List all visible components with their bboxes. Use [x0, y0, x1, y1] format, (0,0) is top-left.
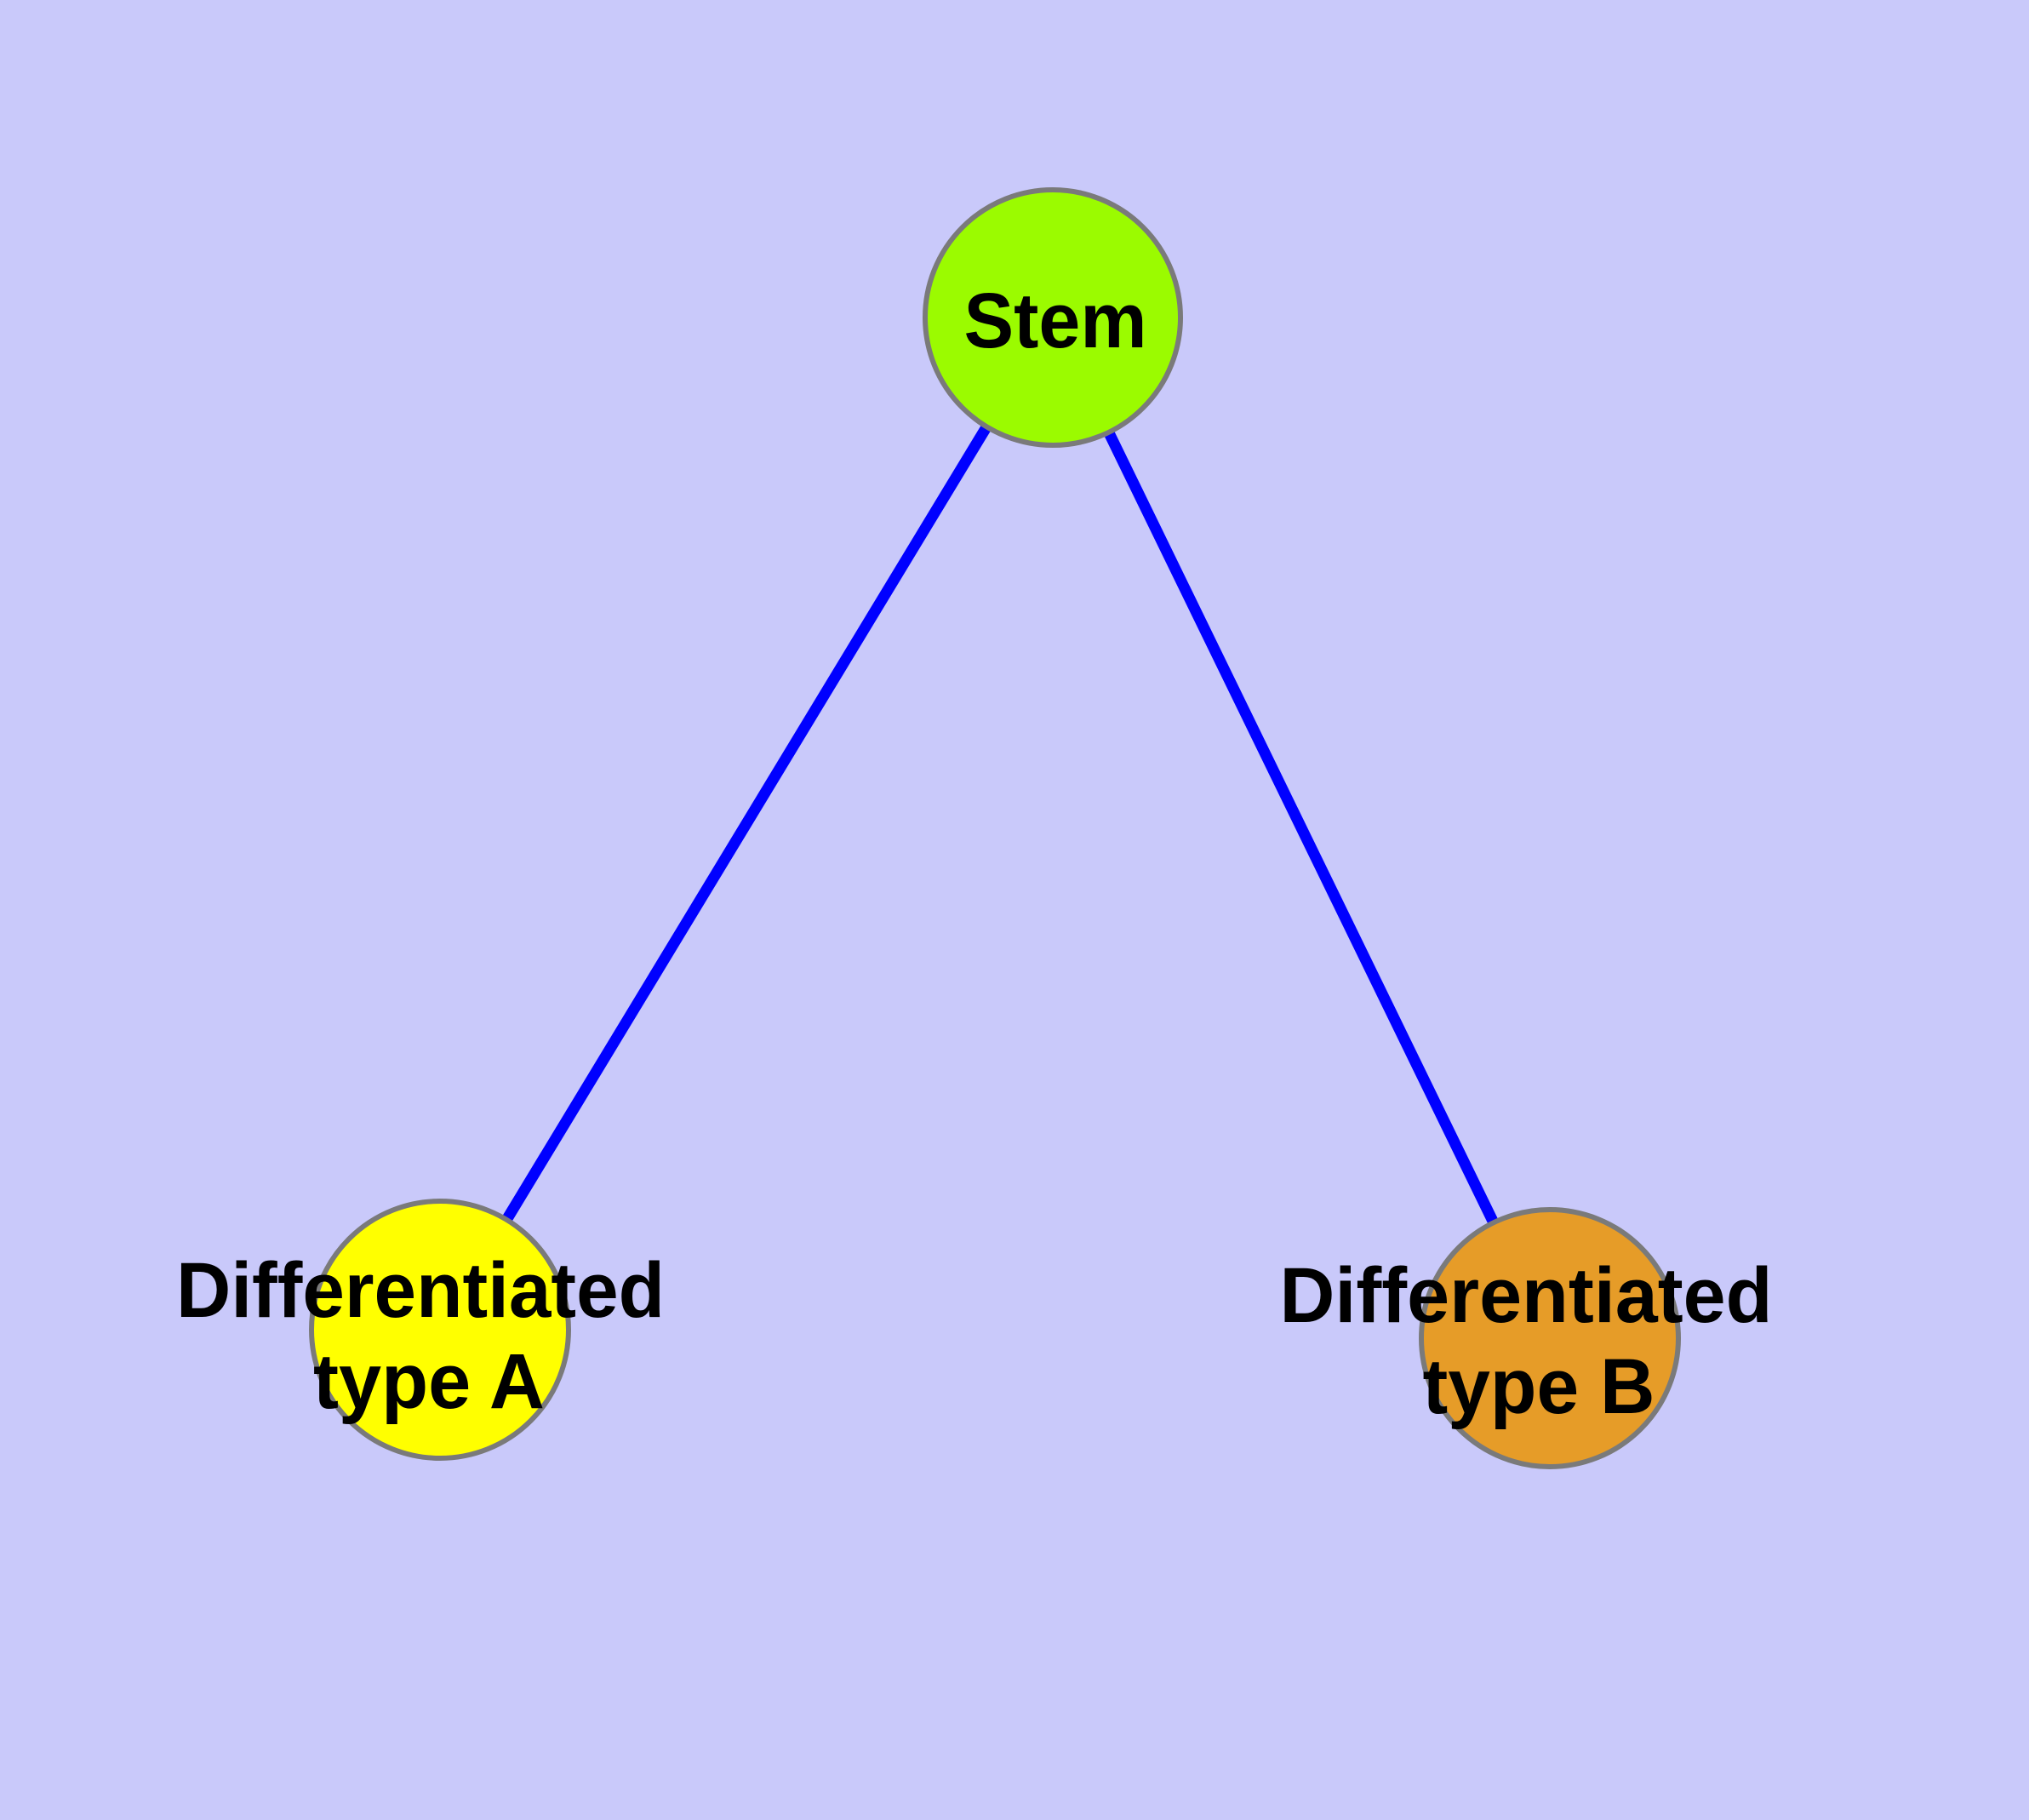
node-label-differentiated-type-a-line-1: Differentiated — [176, 1247, 665, 1334]
node-label-differentiated-type-b-line-1: Differentiated — [1280, 1252, 1773, 1339]
node-label-stem-line-1: Stem — [964, 278, 1147, 364]
edge-stem-to-differentiated-type-a — [435, 314, 1058, 1333]
edge-stem-to-differentiated-type-b — [1048, 315, 1555, 1341]
node-layer — [309, 187, 1681, 1469]
node-circle-stem — [923, 187, 1183, 448]
node-circle-differentiated-type-b — [1419, 1207, 1681, 1469]
node-circle-differentiated-type-a — [309, 1199, 571, 1461]
edge-layer — [435, 314, 1555, 1341]
node-label-differentiated-type-b-line-2: type B — [1423, 1343, 1655, 1430]
node-label-differentiated-type-a-line-2: type A — [313, 1338, 545, 1425]
